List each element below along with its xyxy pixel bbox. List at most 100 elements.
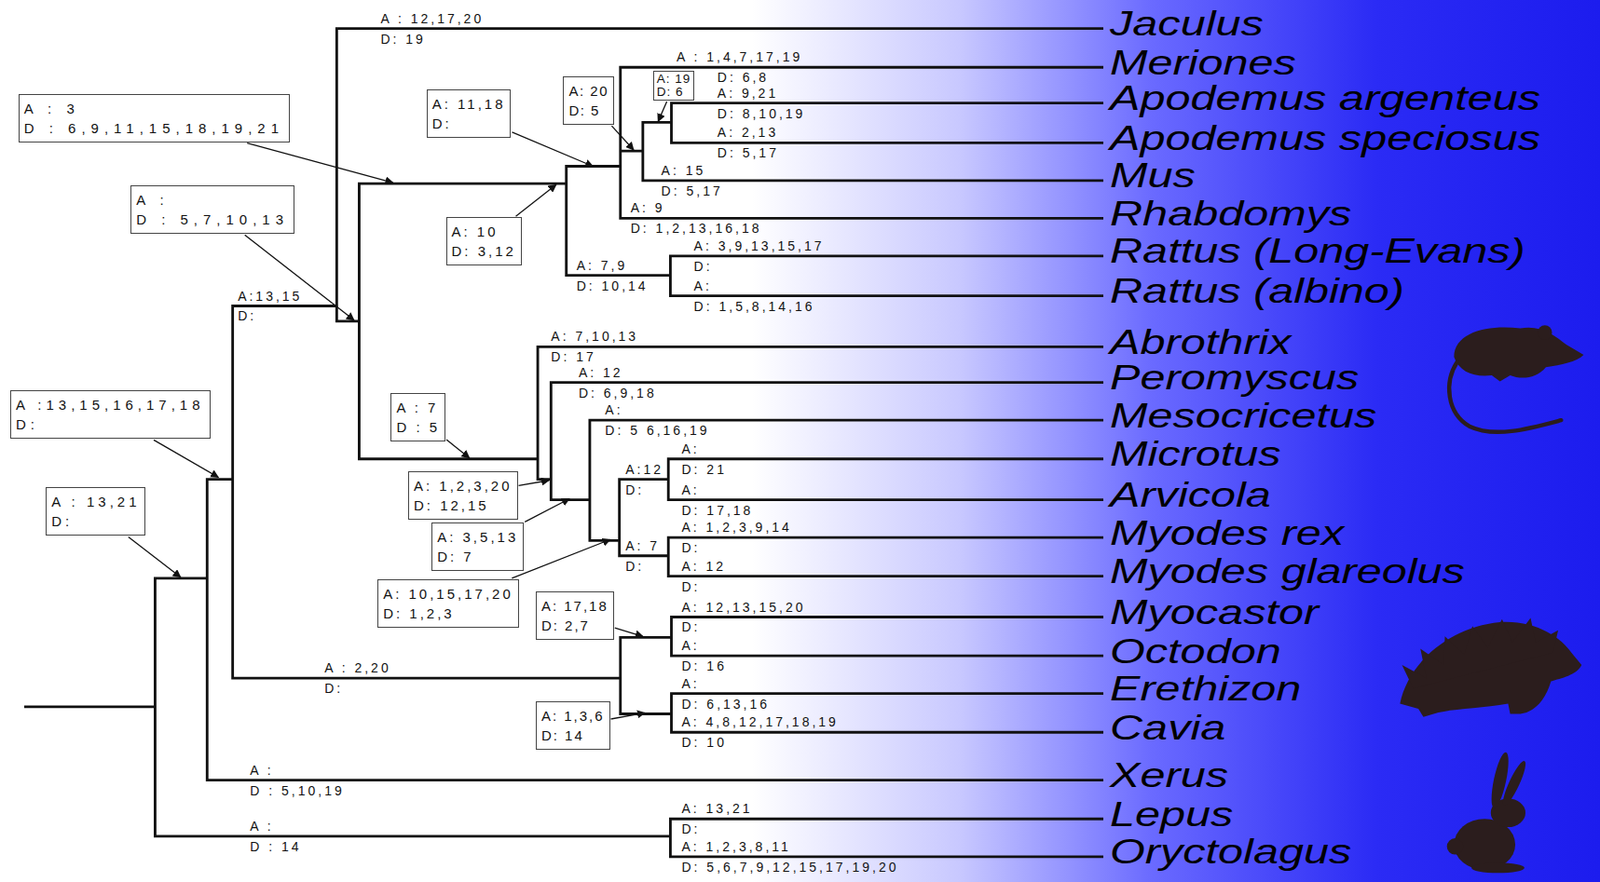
branch-annotation: D: 5,17 xyxy=(717,146,780,160)
branch-annotation: D: 5,6,7,9,12,15,17,19,20 xyxy=(681,861,899,875)
annotation-box: A :13,15,16,17,18D: xyxy=(10,390,211,439)
branch-annotation: A: xyxy=(681,483,699,497)
character-change: A : 7 xyxy=(396,397,440,418)
branch-annotation: D: xyxy=(625,483,644,497)
branch-annotation: D : 5,10,19 xyxy=(249,784,345,798)
branch-annotation: D: 1,5,8,14,16 xyxy=(694,300,816,314)
branch-annotation: D : 14 xyxy=(249,840,301,854)
branch-annotation: A:13,15 xyxy=(237,289,302,303)
leader-arrow xyxy=(657,101,667,122)
taxon-name: Abrothrix xyxy=(1109,326,1291,360)
taxon-name: Meriones xyxy=(1109,46,1297,81)
annotation-box: A: 1,2,3,20D: 12,15 xyxy=(408,471,519,520)
leader-arrow xyxy=(611,712,645,720)
tree-branches xyxy=(25,28,1102,858)
annotation-box: A: 10,15,17,20D: 1,2,3 xyxy=(377,579,520,629)
character-change: D: 12,15 xyxy=(413,495,513,516)
branch-annotation: A: 4,8,12,17,18,19 xyxy=(681,715,838,729)
branch-annotation: A: xyxy=(681,639,699,653)
branch-annotation: D: xyxy=(625,560,644,574)
character-change: A: 3,5,13 xyxy=(437,527,519,548)
taxon-name: Peromyscus xyxy=(1109,361,1359,396)
annotation-box: A: 3,5,13D: 7 xyxy=(431,522,524,572)
taxon-name: Apodemus argenteus xyxy=(1109,82,1541,116)
annotation-box: A: 19D: 6 xyxy=(653,70,696,101)
branch-annotation: D: 5 6,16,19 xyxy=(604,423,710,438)
branch-annotation: A: xyxy=(694,279,712,293)
character-change: D : 6,9,11,15,18,19,21 xyxy=(24,118,285,138)
character-change: A: 19 xyxy=(656,72,692,86)
character-change: A :13,15,16,17,18 xyxy=(15,395,206,415)
leader-arrow xyxy=(153,439,219,478)
character-change: D : 5,7,10,13 xyxy=(136,209,289,230)
taxon-name: Arvicola xyxy=(1109,478,1272,513)
taxon-name: Myodes rex xyxy=(1109,517,1344,551)
character-change: A: 11,18 xyxy=(432,94,506,114)
taxon-name: Mesocricetus xyxy=(1109,399,1377,434)
branch-annotation: A: 1,2,3,8,11 xyxy=(681,840,791,854)
branch-annotation: D: xyxy=(681,620,700,634)
leader-arrow xyxy=(246,143,393,183)
character-change: A: 20 xyxy=(568,81,609,101)
branch-annotation: A: 3,9,13,15,17 xyxy=(694,239,825,253)
character-change: A : 13,21 xyxy=(51,492,140,512)
character-change: A: 1,3,6 xyxy=(541,706,605,726)
taxon-name: Microtus xyxy=(1109,437,1282,472)
taxon-name: Rhabdomys xyxy=(1109,197,1352,232)
leader-arrow xyxy=(615,628,643,637)
character-change: D: 2,7 xyxy=(541,615,609,636)
taxon-name: Octodon xyxy=(1109,635,1282,670)
branch-annotation: A: 15 xyxy=(661,164,707,178)
branch-annotation: A : xyxy=(249,820,274,834)
annotation-box: A : 13,21D: xyxy=(45,487,146,536)
branch-annotation: A: 7,9 xyxy=(576,259,629,273)
branch-annotation: A: 12,13,15,20 xyxy=(681,601,806,615)
character-change: A: 10 xyxy=(451,221,517,242)
branch-annotation: A: xyxy=(681,442,699,456)
branch-annotation: D: 10,14 xyxy=(576,279,649,293)
branch-annotation: A: 9 xyxy=(630,201,666,215)
branch-annotation: A: xyxy=(681,677,699,691)
branch-annotation: D: 1,2,13,16,18 xyxy=(630,221,763,235)
leader-arrow xyxy=(446,439,470,459)
character-change: D: 1,2,3 xyxy=(382,603,514,624)
annotation-box: A :D : 5,7,10,13 xyxy=(130,185,295,234)
branch-annotation: D: xyxy=(237,309,257,323)
taxon-name: Mus xyxy=(1109,159,1196,193)
annotation-box: A : 7D : 5 xyxy=(390,393,446,442)
taxon-name: Oryctolagus xyxy=(1109,835,1352,870)
branch-annotation: D: xyxy=(681,822,700,836)
annotation-box: A: 11,18D: xyxy=(426,89,512,138)
character-change: D: 6 xyxy=(656,85,692,99)
taxon-name: Apodemus speciosus xyxy=(1109,122,1541,156)
character-change: A: 10,15,17,20 xyxy=(382,584,514,604)
taxon-name: Myocastor xyxy=(1109,596,1319,630)
taxon-name: Lepus xyxy=(1109,798,1233,833)
branch-annotation: D: xyxy=(324,682,343,696)
branch-annotation: D: xyxy=(694,259,713,274)
rat-silhouette xyxy=(1449,325,1584,432)
branch-annotation: A : 1,4,7,17,19 xyxy=(676,50,803,64)
branch-annotation: A : 2,20 xyxy=(324,661,391,675)
taxon-name: Rattus (Long-Evans) xyxy=(1109,234,1526,269)
character-change: D: xyxy=(432,113,506,134)
character-change: D: 5 xyxy=(568,100,609,121)
leader-arrow xyxy=(524,498,570,522)
branch-annotation: A: 12 xyxy=(578,366,624,380)
taxon-name: Rattus (albino) xyxy=(1109,274,1405,309)
branch-annotation: D: 17,18 xyxy=(681,504,753,518)
annotation-box: A: 20D: 5 xyxy=(562,76,615,125)
annotation-box: A: 1,3,6D: 14 xyxy=(535,701,611,751)
branch-annotation: A: 2,13 xyxy=(717,125,779,139)
branch-annotation: D: xyxy=(681,580,700,594)
branch-annotation: A: 9,21 xyxy=(717,86,779,100)
character-change: A: 17,18 xyxy=(541,596,609,616)
branch-annotation: D: 17 xyxy=(550,350,596,364)
annotation-box: A: 10D: 3,12 xyxy=(446,217,522,266)
branch-annotation: D: 21 xyxy=(681,463,726,477)
character-change: D: 7 xyxy=(437,547,519,567)
annotation-box: A: 17,18D: 2,7 xyxy=(535,591,615,641)
porcupine-silhouette xyxy=(1399,618,1582,718)
character-change: D: xyxy=(51,511,140,532)
taxon-name: Myodes glareolus xyxy=(1109,555,1465,589)
